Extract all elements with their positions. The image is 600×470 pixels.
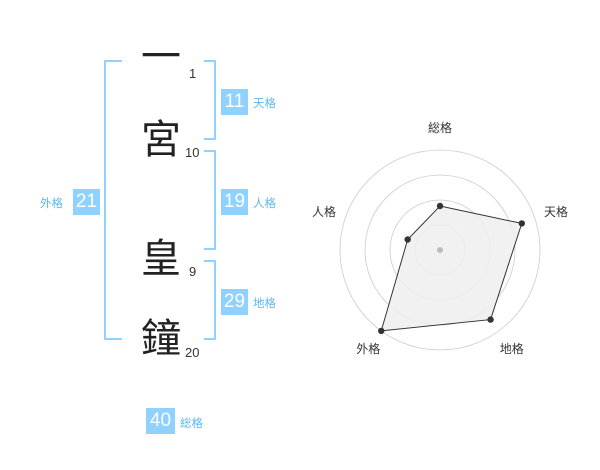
stroke-count-1: 1 (189, 66, 197, 81)
gaikaku-badge: 21 (73, 189, 100, 215)
radar-area (380, 205, 523, 332)
chikaku-bracket (204, 260, 216, 340)
radar-ring (339, 149, 541, 351)
radar-point (404, 236, 411, 243)
chikaku-badge: 29 (221, 289, 248, 315)
stroke-count-2: 10 (185, 145, 200, 160)
tenkaku-bracket (204, 60, 216, 140)
stroke-count-4: 20 (185, 345, 200, 360)
radar-point (518, 220, 525, 227)
soukaku-badge: 40 (146, 408, 175, 434)
radar-point (378, 327, 385, 335)
radar-series (378, 202, 525, 335)
name-char-2: 宮 (141, 117, 181, 163)
jinkaku-badge: 19 (221, 189, 248, 215)
tenkaku-label: 天格 (253, 96, 276, 110)
name-char-1: 一 (141, 34, 181, 80)
radar-point (436, 202, 444, 210)
radar-center-dot (437, 247, 443, 253)
jinkaku-label: 人格 (253, 196, 276, 210)
soukaku-label: 総格 (180, 416, 203, 430)
chikaku-label: 地格 (253, 296, 276, 310)
tenkaku-badge: 11 (221, 89, 248, 115)
jinkaku-bracket (204, 150, 216, 250)
radar-point (487, 316, 494, 323)
radar-axis-label: 地格 (499, 341, 524, 356)
stroke-count-3: 9 (189, 264, 197, 279)
gaikaku-bracket (104, 60, 122, 340)
radar-axis-label: 天格 (544, 205, 569, 220)
name-char-4: 鐘 (141, 316, 181, 362)
radar-axis-label: 外格 (356, 341, 381, 356)
gaikaku-label: 外格 (40, 196, 63, 210)
radar-axis-label: 総格 (428, 121, 453, 135)
name-char-3: 皇 (141, 236, 181, 282)
radar-axis-label: 人格 (311, 205, 336, 220)
